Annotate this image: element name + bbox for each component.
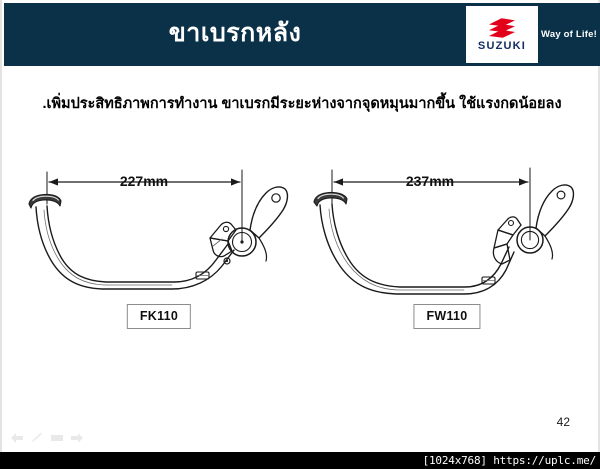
model-label-fk110: FK110	[139, 309, 179, 323]
next-arrow-icon[interactable]	[70, 432, 84, 444]
suzuki-s-logo-icon	[489, 18, 515, 38]
figure-fk110: 227mm FK110	[14, 160, 304, 350]
dimension-label-fk110: 227mm	[120, 173, 168, 189]
caption-box-fw110: FW110	[413, 304, 481, 329]
brake-pedal-drawing-fk110: 227mm	[28, 169, 289, 290]
caption-box-fk110: FK110	[126, 304, 192, 329]
presentation-nav-controls[interactable]	[10, 430, 100, 446]
suzuki-logo: SUZUKI	[466, 6, 538, 63]
suzuki-wordmark: SUZUKI	[477, 40, 527, 52]
tagline-container: Way of Life!	[538, 3, 600, 66]
page-number: 42	[556, 415, 570, 429]
pen-icon[interactable]	[30, 432, 44, 444]
slide-canvas: ขาเบรกหลัง SUZUKI Way of Life! .เพิ่มประ…	[0, 0, 600, 452]
brake-pedal-drawing-fw110: 237mm	[313, 167, 575, 295]
page-title: ขาเบรกหลัง	[168, 18, 302, 47]
watermark-bar: [1024x768] https://uplc.me/	[0, 452, 600, 469]
slide-subtitle: .เพิ่มประสิทธิภาพการทำงาน ขาเบรกมีระยะห่…	[42, 96, 562, 112]
model-label-fw110: FW110	[426, 309, 468, 323]
watermark-text: [1024x768] https://uplc.me/	[422, 454, 597, 467]
slide-header: ขาเบรกหลัง SUZUKI Way of Life!	[4, 3, 600, 66]
figure-fw110: 237mm FW110	[302, 160, 592, 350]
menu-icon[interactable]	[50, 432, 64, 444]
header-title-container: ขาเบรกหลัง	[4, 3, 466, 66]
previous-arrow-icon[interactable]	[10, 432, 24, 444]
dimension-label-fw110: 237mm	[406, 173, 454, 189]
brand-tagline: Way of Life!	[541, 29, 597, 40]
